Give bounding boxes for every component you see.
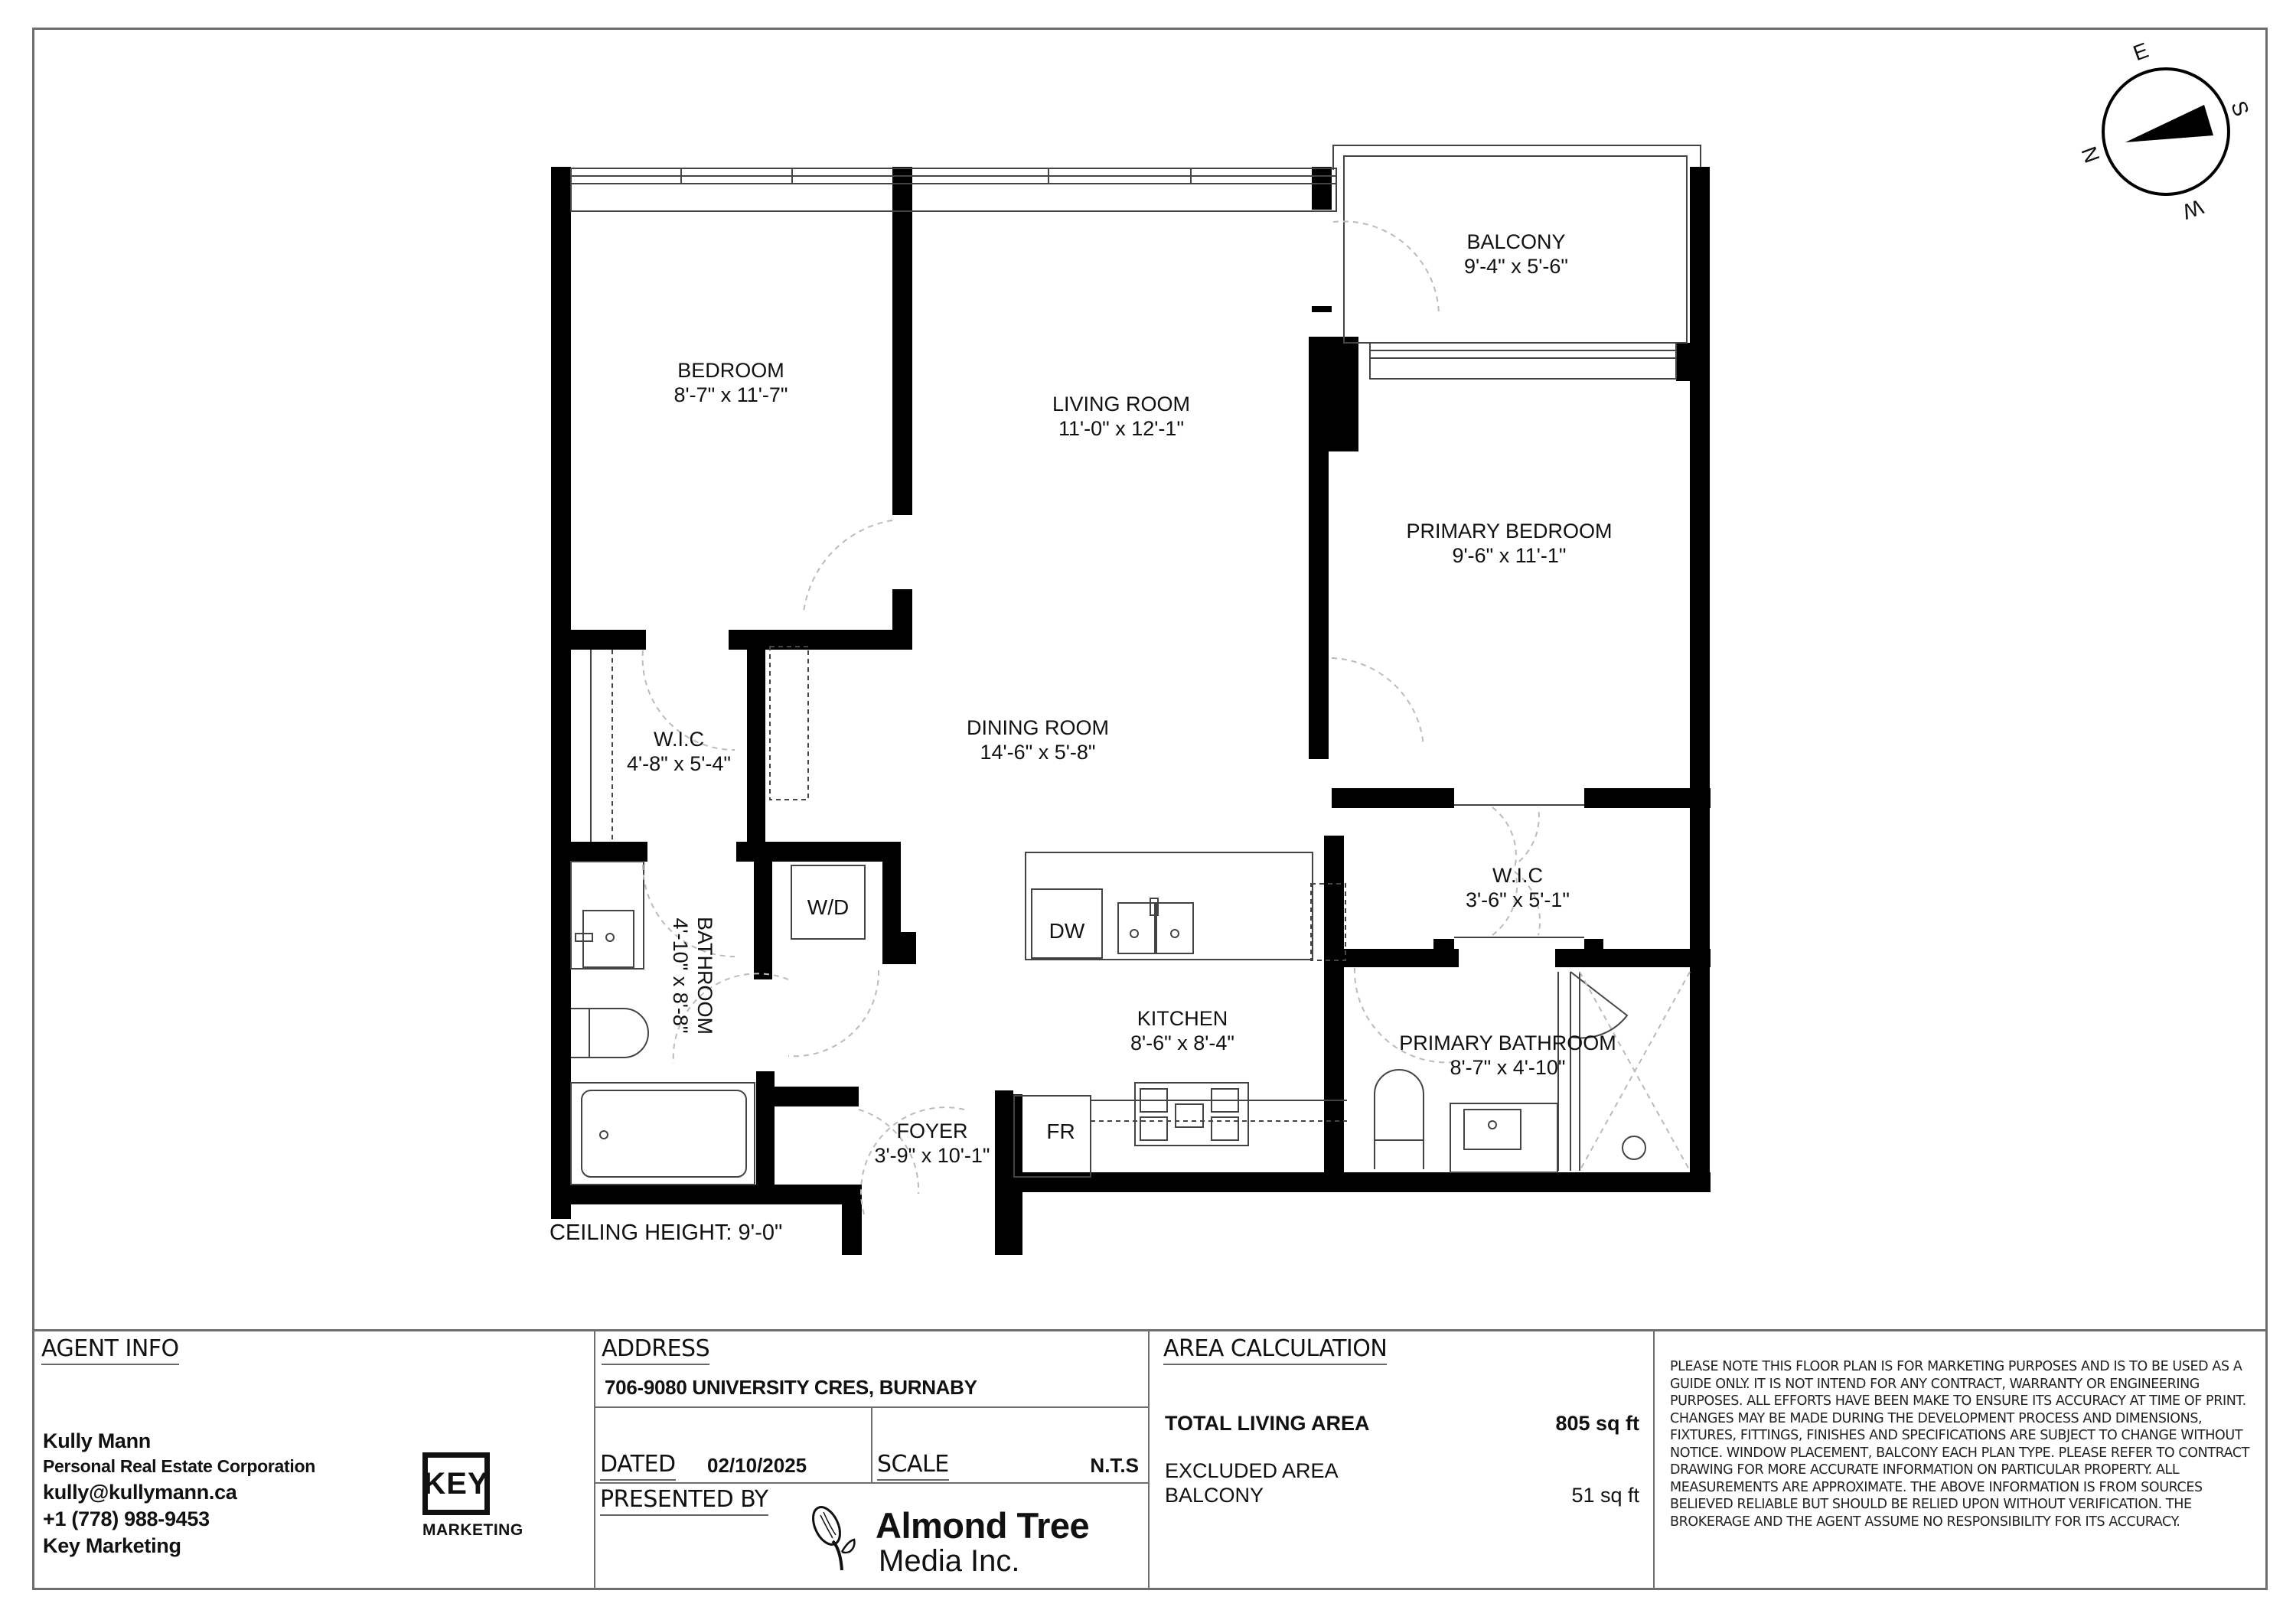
page-frame bbox=[32, 28, 2268, 1590]
room-name: DINING ROOM bbox=[967, 716, 1109, 739]
agent-email: kully@kullymann.ca bbox=[43, 1481, 237, 1504]
key-logo-subtitle: MARKETING bbox=[422, 1521, 523, 1539]
compass-icon bbox=[2102, 67, 2230, 196]
area-calculation: AREA CALCULATION TOTAL LIVING AREA 805 s… bbox=[1150, 1331, 1653, 1590]
title-block: AGENT INFO Kully Mann Personal Real Esta… bbox=[32, 1329, 2268, 1590]
excluded-area-label: EXCLUDED AREA bbox=[1165, 1459, 1339, 1482]
room-wic-secondary: W.I.C 4'-8" x 5'-4" bbox=[627, 727, 731, 776]
dated-label: DATED bbox=[600, 1452, 676, 1481]
room-name: W.I.C bbox=[1492, 864, 1543, 887]
room-name: KITCHEN bbox=[1137, 1007, 1228, 1030]
room-dims: 3'-9" x 10'-1" bbox=[874, 1144, 990, 1167]
fridge-label: FR bbox=[1046, 1119, 1075, 1143]
room-primary-bedroom: PRIMARY BEDROOM 9'-6" x 11'-1" bbox=[1406, 519, 1612, 568]
room-name: FOYER bbox=[896, 1119, 968, 1142]
divider bbox=[594, 1331, 595, 1590]
room-name: BATHROOM bbox=[693, 917, 716, 1035]
room-dims: 8'-7" x 11'-7" bbox=[673, 383, 788, 406]
almond-company-name: Almond Tree bbox=[876, 1505, 1090, 1546]
room-dining-room: DINING ROOM 14'-6" x 5'-8" bbox=[967, 715, 1109, 764]
total-living-area-label: TOTAL LIVING AREA bbox=[1165, 1412, 1370, 1435]
room-dims: 11'-0" x 12'-1" bbox=[1058, 417, 1185, 440]
room-kitchen: KITCHEN 8'-6" x 8'-4" bbox=[1130, 1006, 1234, 1055]
room-foyer: FOYER 3'-9" x 10'-1" bbox=[874, 1119, 990, 1168]
almond-company-subtitle: Media Inc. bbox=[879, 1544, 1020, 1578]
agent-corporation: Personal Real Estate Corporation bbox=[43, 1456, 315, 1476]
address-title: ADDRESS bbox=[602, 1336, 710, 1365]
room-bathroom: BATHROOM 4'-10" x 8'-8" bbox=[668, 917, 717, 1035]
scale-value: N.T.S bbox=[1090, 1454, 1139, 1477]
key-logo-box: KEY bbox=[422, 1452, 490, 1515]
room-dims: 4'-8" x 5'-4" bbox=[626, 752, 732, 775]
room-dims: 14'-6" x 5'-8" bbox=[980, 741, 1096, 764]
agent-info-title: AGENT INFO bbox=[41, 1336, 179, 1365]
room-balcony: BALCONY 9'-4" x 5'-6" bbox=[1464, 230, 1568, 279]
scale-label: SCALE bbox=[877, 1452, 949, 1481]
floor-plan-drawing bbox=[551, 67, 2230, 1255]
balcony-area-label: BALCONY bbox=[1165, 1484, 1264, 1507]
dated-value: 02/10/2025 bbox=[707, 1454, 807, 1477]
disclaimer-block: PLEASE NOTE THIS FLOOR PLAN IS FOR MARKE… bbox=[1655, 1331, 2265, 1590]
room-name: PRIMARY BATHROOM bbox=[1399, 1031, 1616, 1054]
divider bbox=[594, 1482, 1148, 1484]
room-bedroom: BEDROOM 8'-7" x 11'-7" bbox=[673, 358, 788, 407]
room-dims: 9'-6" x 11'-1" bbox=[1452, 544, 1567, 567]
room-dims: 9'-4" x 5'-6" bbox=[1463, 255, 1569, 278]
room-name: W.I.C bbox=[654, 728, 704, 751]
room-primary-bathroom: PRIMARY BATHROOM 8'-7" x 4'-10" bbox=[1399, 1031, 1616, 1080]
address-value: 706-9080 UNIVERSITY CRES, BURNABY bbox=[605, 1376, 977, 1399]
room-living-room: LIVING ROOM 11'-0" x 12'-1" bbox=[1052, 392, 1190, 441]
ceiling-height: CEILING HEIGHT: 9'-0" bbox=[550, 1221, 783, 1245]
agent-brokerage: Key Marketing bbox=[43, 1534, 181, 1557]
room-name: BALCONY bbox=[1466, 230, 1566, 253]
room-dims: 3'-6" x 5'-1" bbox=[1465, 888, 1570, 911]
almond-leaf-icon bbox=[812, 1506, 856, 1571]
agent-name: Kully Mann bbox=[43, 1429, 152, 1452]
presented-by-label: PRESENTED BY bbox=[600, 1487, 768, 1516]
room-dims: 8'-7" x 4'-10" bbox=[1450, 1056, 1566, 1079]
room-name: BEDROOM bbox=[677, 359, 784, 382]
room-dims: 4'-10" x 8'-8" bbox=[669, 917, 692, 1034]
agent-info: AGENT INFO Kully Mann Personal Real Esta… bbox=[32, 1331, 594, 1590]
dishwasher-label: DW bbox=[1049, 919, 1085, 943]
room-dims: 8'-6" x 8'-4" bbox=[1130, 1031, 1235, 1054]
divider bbox=[1148, 1331, 1150, 1590]
area-calculation-title: AREA CALCULATION bbox=[1163, 1336, 1388, 1365]
divider bbox=[871, 1406, 872, 1483]
room-name: LIVING ROOM bbox=[1052, 393, 1191, 416]
divider bbox=[1653, 1331, 1655, 1590]
total-living-area-value: 805 sq ft bbox=[1555, 1412, 1639, 1435]
key-marketing-logo: KEY MARKETING bbox=[422, 1452, 523, 1540]
agent-phone: +1 (778) 988-9453 bbox=[43, 1507, 210, 1530]
address-block: ADDRESS 706-9080 UNIVERSITY CRES, BURNAB… bbox=[595, 1331, 1148, 1590]
disclaimer-text: PLEASE NOTE THIS FLOOR PLAN IS FOR MARKE… bbox=[1670, 1359, 2250, 1530]
room-wic-primary: W.I.C 3'-6" x 5'-1" bbox=[1466, 863, 1570, 912]
room-name: PRIMARY BEDROOM bbox=[1406, 520, 1613, 543]
balcony-area-value: 51 sq ft bbox=[1571, 1484, 1639, 1507]
washer-dryer-label: W/D bbox=[807, 895, 850, 919]
